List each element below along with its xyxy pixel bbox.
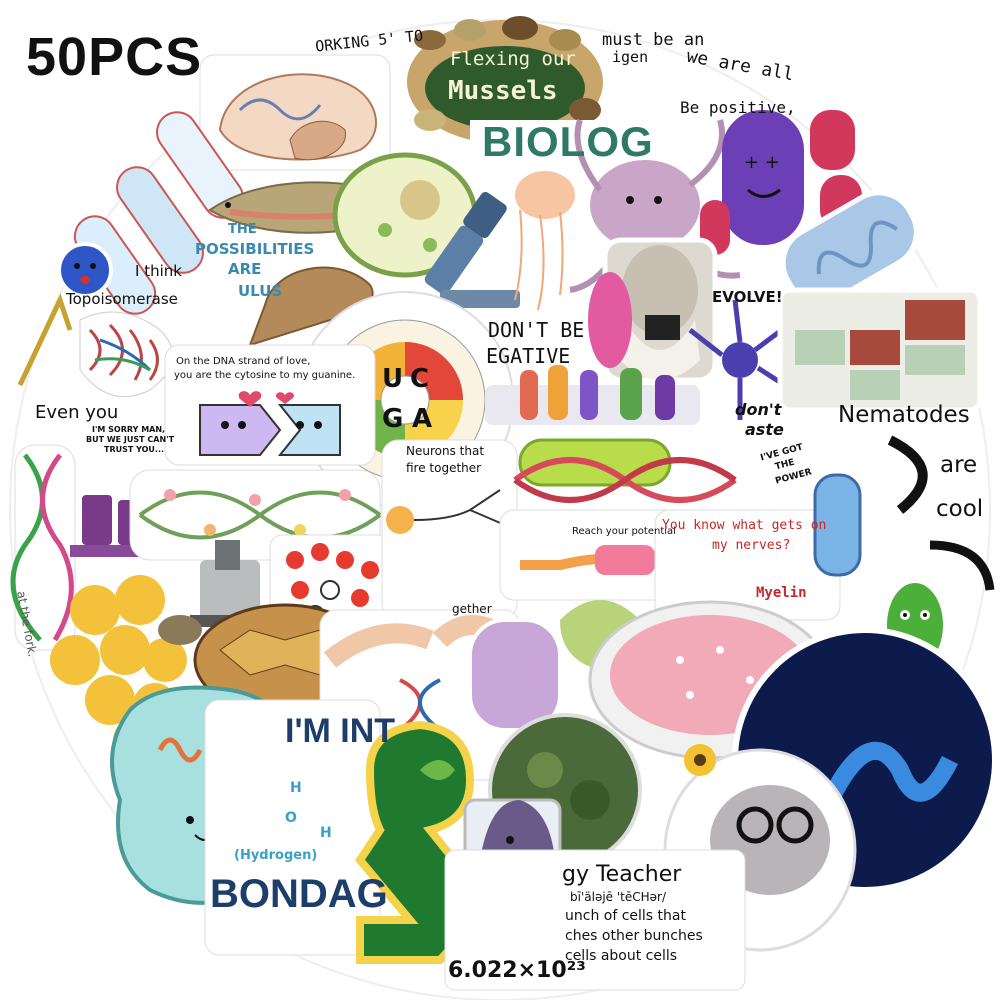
teacher-line1: gy Teacher: [562, 862, 682, 887]
neuron-sticker: [688, 299, 802, 420]
green-beaker-sticker: [355, 720, 476, 964]
teacher-line3: unch of cells that: [565, 908, 686, 924]
microscope-sticker: [424, 191, 520, 308]
nerves-line1: You know what gets on: [662, 518, 827, 533]
dont-waste-line2: aste: [745, 420, 784, 439]
codon-a: A: [412, 404, 433, 434]
bondage-line3: BONDAG: [210, 872, 388, 916]
bondage-line2: (Hydrogen): [234, 848, 318, 863]
mussels-line1: Flexing our: [450, 48, 576, 70]
darwin-sticker: [602, 237, 718, 383]
dont-be-line1: DON'T BE: [488, 318, 585, 342]
neurons-line2: fire together: [406, 461, 482, 475]
jellyfish-sticker: [514, 171, 575, 311]
codon-u: U: [382, 364, 404, 394]
possibilities-line2: POSSIBILITIES: [195, 240, 315, 258]
yellow-eggs-sticker: [50, 575, 187, 762]
dna-love-line2: you are the cytosine to my guanine.: [174, 370, 356, 381]
evolve-text: EVOLVE!: [712, 288, 783, 306]
yellow-lines-sticker: [17, 293, 73, 387]
amino-acid-chart-sticker: [777, 287, 983, 413]
sorry-line2: BUT WE JUST CAN'T: [86, 435, 175, 444]
together-text: gether: [452, 602, 492, 616]
dont-waste-line1: don't: [735, 400, 782, 419]
must-be-line1: must be an: [602, 30, 705, 50]
test-tubes-sticker: [73, 111, 244, 315]
topoisomerase-sticker: [79, 311, 174, 398]
brain-sticker: [199, 54, 391, 171]
nematodes-line1: Nematodes: [838, 402, 970, 428]
blue-blob-sticker: [57, 242, 113, 298]
piece-count-badge: 50PCS: [26, 27, 203, 87]
nematodes-line3: cool: [936, 496, 984, 522]
bacterium-sticker: [569, 119, 741, 293]
mussels-line2: Mussels: [448, 76, 558, 106]
codon-c: C: [410, 364, 430, 394]
purple-cell-sticker: + +: [722, 110, 804, 245]
nerves-line2: my nerves?: [712, 538, 791, 553]
weightlifting-cell-sticker: [813, 473, 862, 577]
teacher-line2: bī'äləjē 'tēCHər/: [570, 890, 666, 904]
nematodes-sticker: [887, 435, 995, 591]
i-think-text: I think: [135, 262, 182, 280]
biology-word: BIOLOG: [482, 118, 654, 165]
teacher-definition-sticker: [444, 849, 746, 991]
must-be-line2: igen: [612, 48, 649, 66]
membrane-proteins-sticker: [485, 365, 700, 425]
codon-g: G: [382, 404, 404, 434]
possibilities-line3: ARE: [228, 260, 262, 278]
potential-text: Reach your potential: [572, 526, 676, 537]
sorry-line3: TRUST YOU...: [104, 445, 165, 454]
purple-organelle-sticker: [468, 618, 562, 732]
mitochondria-sticker: [780, 190, 919, 305]
even-you-text: Even you: [35, 402, 119, 423]
teacher-line4: ches other bunches: [565, 928, 703, 944]
nerves-line3: Myelin: [756, 585, 807, 601]
bondage-o: O: [285, 810, 297, 826]
be-positive-text: Be positive,: [680, 98, 796, 117]
nematodes-line2: are: [940, 452, 978, 478]
teacher-line5: cells about cells: [565, 948, 678, 964]
dont-be-line2: EGATIVE: [486, 344, 571, 368]
possibilities-line1: THE: [228, 222, 257, 237]
dna-love-line1: On the DNA strand of love,: [176, 356, 311, 367]
sorry-line1: I'M SORRY MAN,: [92, 425, 166, 434]
bondage-line1: I'M INT: [285, 712, 396, 750]
neurons-line1: Neurons that: [406, 444, 485, 458]
pink-blob-sticker: [588, 272, 632, 368]
bondage-h2: H: [320, 825, 332, 841]
mussels-sticker: [407, 16, 603, 144]
dna-helix-sticker: [513, 457, 737, 503]
bondage-h1: H: [290, 780, 302, 796]
avogadro-number: 6.022×10²³: [448, 958, 586, 983]
topoisomerase-label: Topoisomerase: [66, 290, 178, 308]
possibilities-line4: ULUS: [238, 282, 283, 300]
svg-text:+ +: + +: [744, 152, 780, 173]
dna-love-sticker: [164, 344, 376, 466]
